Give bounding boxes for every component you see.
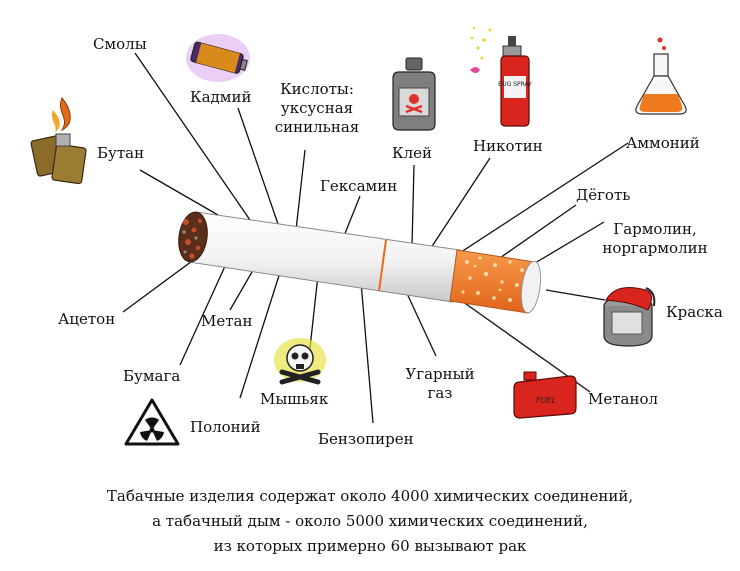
leader-line-garmolin [529,221,605,267]
label-aceton: Ацетон [58,310,116,328]
label-benzopiren: Бензопирен [318,430,414,448]
label-ugarny-gaz-line-1: Угарный [405,365,475,383]
caption: Табачные изделия содержат около 4000 хим… [0,484,740,559]
spray-can-icon: BUG SPRAY [470,26,532,127]
label-nikotin: Никотин [473,137,543,155]
caption-line-1: Табачные изделия содержат около 4000 хим… [106,487,634,505]
leader-line-benzopiren [360,281,374,424]
leader-line-poloniy [239,262,284,399]
label-kisloty: Кислоты: уксусная синильная [272,80,362,137]
lighter-icon [30,97,87,185]
leader-line-geksamin [343,195,361,237]
leader-line-kadmiy [237,107,279,225]
leader-line-smoly [134,52,251,221]
leader-lines [122,52,629,424]
spray-text: BUG SPRAY [498,81,532,88]
label-poloniy: Полоний [190,418,261,436]
label-garmolin: Гармолин, норгармолин [585,220,725,258]
leader-line-kley [411,164,415,247]
leader-line-kisloty [295,149,306,231]
skull-crossbones-icon [274,338,326,385]
leader-line-bumaga [179,252,232,366]
label-garmolin-line-2: норгармолин [602,239,708,257]
label-kraska: Краска [666,303,723,321]
leader-line-kraska [545,289,606,301]
leader-line-ammoniy [454,142,629,257]
leader-line-ugarny-gaz [403,286,437,357]
label-degot: Дёготь [576,186,631,204]
poison-bottle-icon [392,57,436,131]
label-metan: Метан [201,312,253,330]
leader-line-mysyak [309,274,319,349]
caption-line-3: из которых примерно 60 вызывают рак [213,537,527,555]
fuel-can-icon: FUEL [513,371,577,419]
leader-line-butan [139,169,219,216]
cigarette-paper [188,211,461,303]
filter-end [520,260,542,314]
label-kisloty-line-2: уксусная [280,99,354,117]
flask-icon [635,37,687,115]
ash-flakes [182,230,198,254]
cigarette-band [378,239,387,292]
leader-line-metanol [451,293,591,393]
label-kley: Клей [392,144,433,162]
leader-line-degot [496,204,577,261]
label-garmolin-line-1: Гармолин, [613,220,697,238]
label-metanol: Метанол [588,390,659,408]
label-kadmiy: Кадмий [190,88,252,106]
caption-line-2: а табачный дым - около 5000 химических с… [152,512,588,530]
radiation-icon [124,398,180,446]
label-geksamin: Гексамин [320,177,398,195]
label-ugarny-gaz-line-2: газ [427,384,453,402]
label-ammoniy: Аммоний [626,134,700,152]
leader-line-nikotin [426,157,491,255]
label-ugarny-gaz: Угарный газ [400,365,480,403]
cigarette [178,211,542,314]
label-mysyak: Мышьяк [260,390,329,408]
label-smoly: Смолы [93,35,147,53]
label-bumaga: Бумага [123,367,181,385]
label-butan: Бутан [97,144,145,162]
fuel-text: FUEL [536,396,556,405]
paint-can-icon [603,287,656,347]
battery-icon [186,34,250,82]
label-kisloty-line-1: Кислоты: [280,80,354,98]
label-kisloty-line-3: синильная [274,118,360,136]
ash-embers [183,219,202,259]
